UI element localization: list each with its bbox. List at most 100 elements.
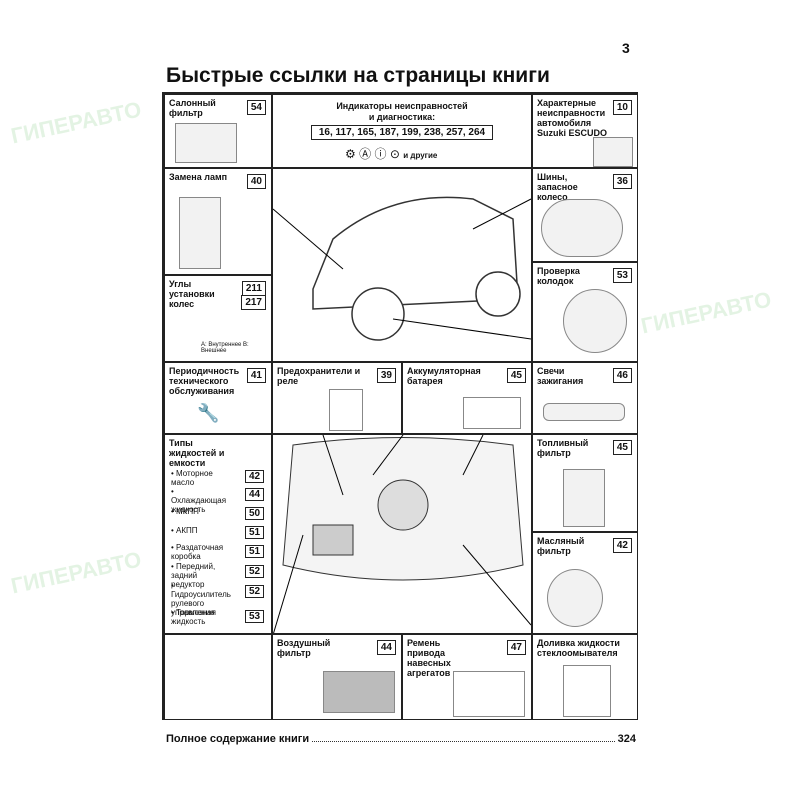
cell-faults[interactable]: Характерные неисправности автомобиля Suz… — [532, 94, 638, 168]
indicators-other: и другие — [403, 151, 438, 160]
wrench-icon: 🔧 — [197, 403, 220, 423]
page-ref[interactable]: 53 — [612, 268, 632, 283]
cell-washer[interactable]: Доливка жидкости стеклоомывателя — [532, 634, 638, 720]
fluid-label: • Охлаждающая жидкость — [171, 487, 227, 514]
page-ref[interactable]: 44 — [245, 488, 265, 501]
page-ref[interactable]: 52 — [245, 565, 265, 578]
cell-label: Периодичность технического обслуживания — [169, 366, 240, 396]
cabin-filter-image — [175, 123, 237, 163]
cell-battery[interactable]: Аккумуляторная батарея 45 — [402, 362, 532, 434]
car-illustration — [272, 168, 532, 362]
cell-label: Проверка колодок — [537, 266, 580, 286]
cell-wheel-angles[interactable]: Углы установки колес 211 217 А: Внутренн… — [164, 275, 272, 362]
cell-label: Воздушный фильтр — [277, 638, 331, 658]
fuel-filter-image — [563, 469, 605, 527]
cell-dipsticks — [164, 634, 272, 720]
spark-plug-image — [543, 403, 625, 421]
contents-link[interactable]: Полное содержание книги 324 — [166, 733, 636, 745]
indicators-title: Индикаторы неисправностей и диагностика: — [336, 101, 468, 122]
page-ref-2[interactable]: 217 — [241, 295, 266, 310]
belt-image — [453, 671, 525, 717]
page-ref[interactable]: 39 — [376, 368, 396, 383]
angles-note: А: Внутреннее В: Внешнее — [201, 342, 249, 354]
page-ref[interactable]: 46 — [612, 368, 632, 383]
cell-air-filter[interactable]: Воздушный фильтр 44 — [272, 634, 402, 720]
cell-label: Топливный фильтр — [537, 438, 589, 458]
cell-fuel-filter[interactable]: Топливный фильтр 45 — [532, 434, 638, 532]
check-engine-icon: ⚙ — [345, 147, 356, 161]
indicator-pages[interactable]: 16, 117, 165, 187, 199, 238, 257, 264 — [311, 125, 493, 140]
warning-icons: ⚙ Ⓐ ⓘ ⊙ и другие — [345, 145, 437, 162]
page-ref[interactable]: 10 — [612, 100, 632, 115]
watermark: ГИПЕРАВТО — [8, 546, 144, 599]
cell-label: Аккумуляторная батарея — [407, 366, 481, 386]
cell-belt[interactable]: Ремень привода навесных агрегатов 47 — [402, 634, 532, 720]
engine-drawing — [272, 434, 532, 636]
dot-leader — [312, 733, 615, 742]
fluid-label: • Гидроусилитель рулевого управления — [171, 581, 231, 617]
dipstick-image — [179, 651, 249, 711]
page-ref[interactable]: 41 — [246, 368, 266, 383]
cell-fluids: Типы жидкостей и емкости • Моторное масл… — [164, 434, 272, 634]
engine-illustration — [272, 434, 532, 636]
cell-oil-filter[interactable]: Масляный фильтр 42 — [532, 532, 638, 634]
cell-indicators: Индикаторы неисправностей и диагностика:… — [272, 94, 532, 168]
page-ref[interactable]: 40 — [246, 174, 266, 189]
cell-cabin-filter[interactable]: Салонный фильтр 54 — [164, 94, 272, 168]
page-ref[interactable]: 45 — [612, 440, 632, 455]
fluid-label: • Передний, задний редуктор — [171, 562, 216, 589]
footer-page: 324 — [617, 733, 636, 745]
cell-label: Ремень привода навесных агрегатов — [407, 638, 451, 678]
page-title: Быстрые ссылки на страницы книги — [166, 64, 550, 87]
tire-image — [541, 199, 623, 257]
brake-warning-icon: ⓘ — [374, 147, 387, 161]
fluid-label: • Раздаточная коробка — [171, 543, 224, 561]
tpms-icon: ⊙ — [389, 147, 400, 161]
cell-label: Углы установки колес — [169, 279, 215, 309]
battery-image — [463, 397, 521, 429]
watermark: ГИПЕРАВТО — [638, 286, 774, 339]
cell-label: Предохранители и реле — [277, 366, 361, 386]
page-ref[interactable]: 44 — [376, 640, 396, 655]
air-filter-image — [323, 671, 395, 713]
lamp-image — [179, 197, 221, 269]
cell-brake-pads[interactable]: Проверка колодок 53 — [532, 262, 638, 362]
page-ref[interactable]: 36 — [612, 174, 632, 189]
watermark: ГИПЕРАВТО — [8, 96, 144, 149]
cell-label: Характерные неисправности автомобиля Suz… — [537, 98, 608, 138]
page-ref[interactable]: 42 — [612, 538, 632, 553]
cell-label: Свечи зажигания — [537, 366, 584, 386]
cell-label: Масляный фильтр — [537, 536, 585, 556]
cell-tires[interactable]: Шины, запасное колесо 36 — [532, 168, 638, 262]
oil-filter-image — [547, 569, 603, 627]
brake-disc-image — [563, 289, 627, 353]
fluid-label: • Тормозная жидкость — [171, 608, 216, 626]
car-drawing — [272, 196, 532, 341]
cell-label: Доливка жидкости стеклоомывателя — [537, 638, 620, 658]
page-ref[interactable]: 50 — [245, 507, 265, 520]
cell-lamps[interactable]: Замена ламп 40 — [164, 168, 272, 275]
washer-image — [563, 665, 611, 717]
cell-plugs[interactable]: Свечи зажигания 46 — [532, 362, 638, 434]
abs-icon: Ⓐ — [359, 147, 372, 161]
quick-links-grid: Салонный фильтр 54 Индикаторы неисправно… — [162, 92, 638, 720]
page-ref[interactable]: 51 — [245, 545, 265, 558]
page-number: 3 — [622, 40, 630, 56]
fluid-label: • АКПП — [171, 526, 198, 535]
page-ref[interactable]: 52 — [245, 585, 265, 598]
fluid-label: • Моторное масло — [171, 469, 213, 487]
page-ref[interactable]: 42 — [245, 470, 265, 483]
page-ref[interactable]: 54 — [246, 100, 266, 115]
page-ref[interactable]: 51 — [245, 526, 265, 539]
page-ref[interactable]: 211 — [241, 281, 266, 296]
page-ref[interactable]: 45 — [506, 368, 526, 383]
car-hood-image — [593, 137, 633, 167]
cell-label: Шины, запасное колесо — [537, 172, 578, 202]
cell-label: Салонный фильтр — [169, 98, 216, 118]
cell-fuses[interactable]: Предохранители и реле 39 — [272, 362, 402, 434]
cell-label: Типы жидкостей и емкости — [169, 438, 225, 468]
page-ref[interactable]: 47 — [506, 640, 526, 655]
cell-maintenance[interactable]: Периодичность технического обслуживания … — [164, 362, 272, 434]
page-ref[interactable]: 53 — [245, 610, 265, 623]
fuse-image — [329, 389, 363, 431]
